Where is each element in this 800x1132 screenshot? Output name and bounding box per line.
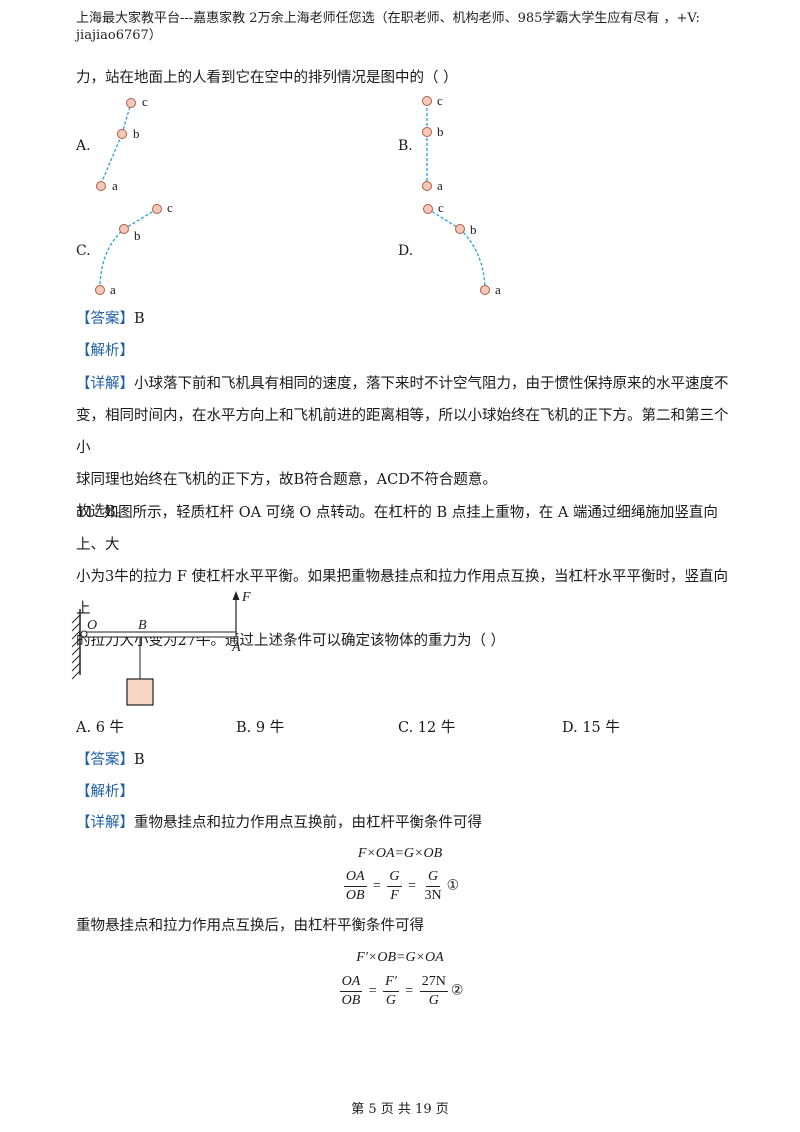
answer-tag: 【答案】 [76,311,134,327]
ball-b [119,224,129,234]
ball-c [423,204,433,214]
q11-option-a: A. 6 牛 [76,720,125,736]
ball-label-b: b [133,126,140,141]
ball-label-a: a [437,178,443,193]
dash-curve [459,228,486,290]
dash-line [123,208,158,230]
wall-hatching [71,614,81,680]
q10-option-b-label: B. [398,138,413,154]
q10-stem-tail: 力，站在地面上的人看到它在空中的排列情况是图中的（ ） [76,70,458,86]
ball-c [422,96,432,106]
figure-option-d: c b a [423,200,501,297]
q11-detail-after: 重物悬挂点和拉力作用点互换后，由杠杆平衡条件可得 [76,918,424,934]
ball-c [126,98,136,108]
q10-detail: 【详解】小球落下前和飞机具有相同的速度，落下来时不计空气阻力，由于惯性保持原来的… [76,368,736,528]
equation-2: F′×OB=G×OA [356,950,444,965]
ball-a [96,181,106,191]
dash-line [100,133,123,185]
ball-label-c: c [438,200,444,215]
q11-option-c: C. 12 牛 [398,720,456,736]
page-footer: 第 5 页 共 19 页 [351,1102,449,1117]
answer-tag: 【答案】 [76,752,134,768]
lever-bar [81,631,237,638]
ball-label-a: a [112,178,118,193]
q10-figures: a b c c b a a b c c b a [95,93,501,297]
dash-line [121,102,132,135]
q11-option-d: D. 15 牛 [562,720,620,736]
ball-c [152,204,162,214]
ball-label-b: b [470,222,477,237]
dash-curve [99,228,125,290]
ball-a [480,285,490,295]
force-arrowhead [232,591,240,600]
header-line-2: jiajiao6767） [76,28,162,43]
q11-analysis-tag: 【解析】 [76,784,134,800]
figure-option-b: c b a [422,93,444,193]
ball-b [422,127,432,137]
detail-tag: 【详解】 [76,376,134,392]
ball-label-c: c [437,93,443,108]
q10-option-c-label: C. [76,243,91,259]
q11-answer: 【答案】B [76,750,145,770]
q10-option-a-label: A. [76,138,91,154]
ball-label-a: a [110,282,116,297]
header-line-1: 上海最大家教平台---嘉惠家教 2万余上海老师任您选（在职老师、机构老师、985… [76,11,700,26]
detail-tag: 【详解】 [76,815,134,831]
q11-option-b: B. 9 牛 [236,720,285,736]
pivot-o [80,630,88,638]
figure-option-c: a b c [95,200,173,297]
q11-detail-before: 【详解】重物悬挂点和拉力作用点互换前，由杠杆平衡条件可得 [76,815,482,831]
label-a: A [231,640,241,655]
figure-option-a: a b c [96,94,148,193]
page-header: 上海最大家教平台---嘉惠家教 2万余上海老师任您选（在职老师、机构老师、985… [76,10,736,44]
ball-b [117,129,127,139]
q10-conclusion: 故选B。 [76,504,131,520]
ball-label-b: b [437,124,444,139]
ball-label-a: a [495,282,501,297]
dash-line [427,208,461,230]
ball-label-c: c [167,200,173,215]
ball-label-b: b [134,228,141,243]
q10-answer: 【答案】B [76,309,145,329]
label-f: F [241,590,251,605]
equation-1: F×OA=G×OB [357,846,443,861]
q10-analysis-tag: 【解析】 [76,343,134,359]
fraction: F′G [383,974,399,1008]
ball-a [422,181,432,191]
label-o: O [87,618,97,633]
answer-value: B [134,311,145,327]
weight-block [126,678,154,706]
lever-figure: O B A F [71,590,251,706]
label-b: B [138,618,147,633]
ball-b [455,224,465,234]
equation-mark-1: ① [446,878,460,894]
answer-value: B [134,752,145,768]
ball-a [95,285,105,295]
equation-mark-2: ② [450,983,464,999]
ball-label-c: c [142,94,148,109]
q10-option-d-label: D. [398,243,414,259]
